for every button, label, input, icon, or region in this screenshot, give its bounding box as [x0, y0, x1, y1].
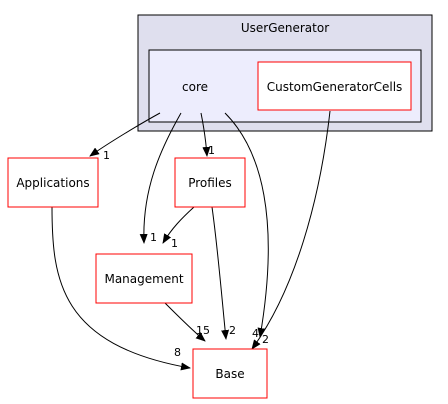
edges	[51, 110, 331, 371]
edge-labels: 1 1 1 4 2 8 1 2 15	[103, 144, 269, 359]
node-applications-label: Applications	[16, 176, 89, 190]
edge-core-base[interactable]	[224, 112, 269, 338]
edge-management-base[interactable]	[164, 302, 206, 342]
edge-label-profiles-base: 2	[229, 324, 236, 337]
node-customgeneratorcells-label: CustomGeneratorCells	[267, 80, 403, 94]
node-core[interactable]: core	[182, 80, 208, 94]
node-customgeneratorcells[interactable]: CustomGeneratorCells	[257, 61, 412, 111]
node-customgeneratorcells-box	[257, 61, 412, 111]
edge-profiles-management[interactable]	[162, 206, 195, 244]
node-profiles[interactable]: Profiles	[174, 157, 246, 208]
cluster-usergenerator-label: UserGenerator	[241, 21, 329, 35]
node-applications-box	[7, 157, 99, 208]
edge-core-applications[interactable]	[89, 112, 161, 157]
edge-label-profiles-management: 1	[171, 237, 178, 250]
edge-core-profiles[interactable]	[200, 112, 211, 157]
node-management[interactable]: Management	[95, 253, 193, 304]
edge-label-core-applications: 1	[103, 149, 110, 162]
node-profiles-box	[174, 157, 246, 208]
edge-cgc-base[interactable]	[251, 110, 331, 350]
edge-label-applications-base: 8	[174, 346, 181, 359]
edge-label-core-base: 4	[252, 327, 259, 340]
node-base-label: Base	[215, 367, 244, 381]
edge-label-core-profiles: 1	[208, 144, 215, 157]
node-base-box	[192, 348, 268, 399]
node-management-label: Management	[104, 272, 183, 286]
node-management-box	[95, 253, 193, 304]
edge-applications-base[interactable]	[51, 206, 191, 371]
edge-core-management[interactable]	[139, 112, 182, 244]
edge-label-management-base: 15	[196, 324, 210, 337]
edge-label-cgc-base: 2	[262, 333, 269, 346]
node-base[interactable]: Base	[192, 348, 268, 399]
node-profiles-label: Profiles	[188, 176, 232, 190]
node-applications[interactable]: Applications	[7, 157, 99, 208]
edge-label-core-management: 1	[150, 231, 157, 244]
node-core-label: core	[182, 80, 208, 94]
edge-profiles-base[interactable]	[211, 206, 230, 340]
